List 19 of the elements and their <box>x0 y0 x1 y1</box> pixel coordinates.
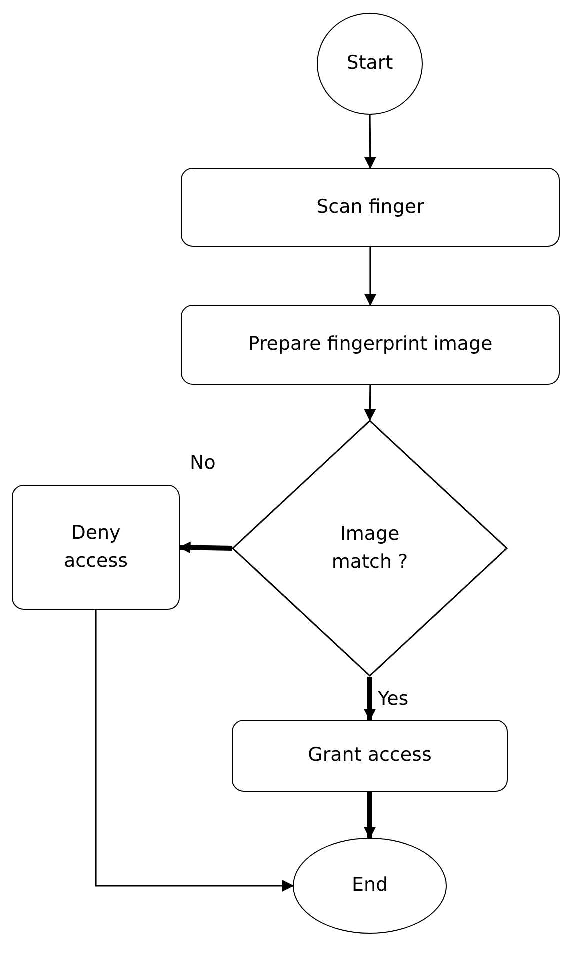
node-label: Start <box>346 51 394 76</box>
arrow <box>178 542 232 554</box>
arrow <box>364 247 376 306</box>
node-label: Deny access <box>62 520 130 574</box>
node-label: Grant access <box>308 743 432 768</box>
process-box <box>12 485 180 610</box>
node-label: Scan finger <box>316 194 424 220</box>
arrow <box>95 610 294 892</box>
process-box <box>232 720 508 792</box>
arrow <box>364 792 376 840</box>
node-label: End <box>352 873 388 898</box>
arrow <box>364 115 376 170</box>
arrow <box>364 677 376 722</box>
node-label: Image match ? <box>330 522 410 574</box>
process-box <box>181 305 560 385</box>
process-box <box>181 168 560 247</box>
arrow <box>364 384 376 422</box>
decision-diamond <box>232 420 508 677</box>
node-label: Prepare fingerprint image <box>248 332 493 358</box>
